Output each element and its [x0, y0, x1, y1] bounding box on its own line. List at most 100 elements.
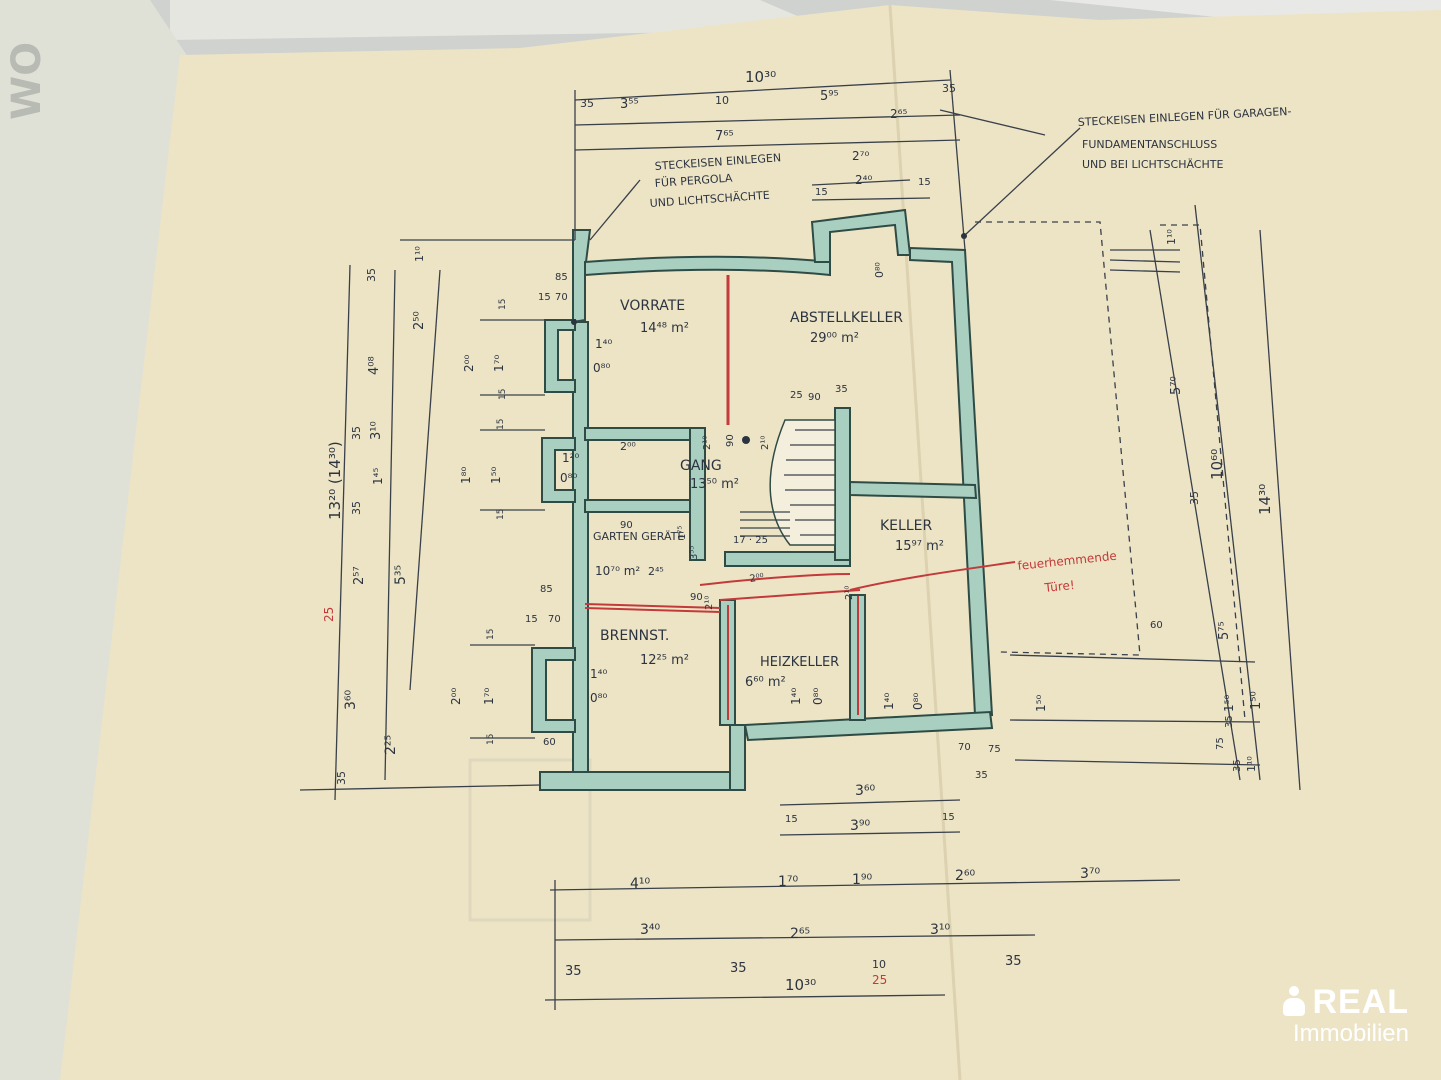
staircase [769, 419, 836, 546]
dim-label: 35 [350, 501, 363, 515]
dim-label: 15 [486, 734, 496, 745]
dim-label: 15 [486, 629, 496, 640]
dim-label: 35 [1232, 759, 1243, 772]
plan-paper [60, 5, 1441, 1080]
dim-label: 35 [580, 97, 594, 110]
dim-label: 3⁵⁵ [689, 546, 700, 560]
dim-label: 2⁰⁰ [449, 688, 463, 705]
dim-label: 13²⁰ (14³⁰) [326, 441, 344, 520]
dim-label: 1⁵⁰ [1034, 695, 1048, 712]
dim-label: 10³⁰ [745, 68, 776, 86]
dim-label: 70 [958, 742, 971, 753]
dim-label: 1⁵⁰ [1222, 695, 1236, 712]
dim-label: 2⁶⁵ [790, 926, 810, 942]
logo-subtitle: Immobilien [1292, 1020, 1409, 1047]
wall-top [584, 255, 831, 277]
dim-label: 15 [815, 187, 828, 198]
dim-label: 25 [790, 390, 803, 401]
wall-bottom-left [539, 771, 746, 791]
dim-label: 15 [525, 614, 538, 625]
dim-label: 1¹⁰ [413, 246, 426, 262]
dim-label: 0⁸⁰ [593, 361, 610, 375]
left-page-text: WO [4, 42, 50, 120]
dim-label: 1⁴⁵ [371, 468, 385, 485]
dim-label: 2²⁵ [383, 735, 399, 755]
dim-label: 5⁹⁵ [820, 89, 839, 104]
dim-label: 1⁵⁰ [1249, 691, 1264, 710]
dim-label: 7⁶⁵ [715, 129, 734, 144]
dim-label: 15 [498, 389, 508, 400]
dim-label: 90 [620, 520, 633, 531]
dim-label: 85 [540, 584, 553, 595]
dim-label: 90 [808, 392, 821, 403]
dim-label: 35 [335, 771, 348, 785]
dim-label: 60 [1150, 620, 1163, 631]
dim-label: 2¹⁰ [760, 436, 771, 450]
dim-label: 70 [548, 614, 561, 625]
dim-label: 3⁷⁰ [1080, 866, 1101, 882]
dim-label: 90 [725, 434, 736, 447]
dim-label: 2⁶⁰ [955, 868, 976, 884]
dim-label: 75 [1215, 737, 1226, 750]
room-area: 10⁷⁰ m² [595, 564, 640, 578]
dim-label: 14³⁰ [1256, 484, 1274, 515]
dim-label: 1⁷⁰ [492, 355, 506, 372]
dim-label: 15 [496, 509, 506, 520]
dim-label: 1⁴⁰ [595, 337, 612, 351]
dim-label: 35 [942, 82, 956, 95]
logo-brand: REAL [1239, 984, 1409, 1020]
dim-label: 15 [498, 299, 508, 310]
dim-label: 85 [555, 272, 568, 283]
dim-label: 1⁴⁰ [882, 693, 896, 710]
dimension-labels: 10³⁰ 35 3⁵⁵ 10 5⁹⁵ 35 7⁶⁵ 2⁶⁵ 2⁷⁰ 2⁴⁰ 15… [322, 68, 1274, 994]
dim-label: 4¹⁰ [630, 876, 651, 892]
dim-label: 2⁵⁰ [412, 311, 427, 330]
dim-label: 35 [730, 961, 747, 976]
dim-label: 2⁷⁰ [852, 149, 869, 163]
dim-label: 2⁵⁷ [352, 566, 367, 585]
stair-note: 17 · 25 [733, 535, 768, 546]
dim-label: 35 [975, 770, 988, 781]
dim-label: 2¹⁰ [702, 436, 713, 450]
dim-label: 2⁰⁰ [620, 440, 636, 453]
wall-left-top [572, 229, 592, 324]
dim-label: 10³⁰ [785, 976, 816, 994]
dim-label: 1⁸⁰ [459, 467, 473, 484]
room-area: 29⁰⁰ m² [810, 331, 859, 346]
room-name: GANG [680, 458, 722, 474]
dim-label: 1⁷⁵ [677, 526, 688, 540]
note-garage-line: UND BEI LICHTSCHÄCHTE [1082, 158, 1223, 171]
room-area: 12²⁵ m² [640, 653, 689, 668]
dim-label: 15 [538, 292, 551, 303]
dim-label: 3⁵⁵ [620, 97, 639, 112]
room-name: VORRATE [620, 298, 685, 314]
anchor-dots [571, 233, 967, 444]
dim-label: 5⁷⁰ [1169, 376, 1184, 395]
dim-label: 90 [690, 592, 703, 603]
wall-bottom-step [729, 724, 746, 791]
dim-label: 15 [785, 814, 798, 825]
room-area: 13⁵⁰ m² [690, 477, 739, 492]
bleed-through-shape [468, 758, 592, 922]
dim-label: 70 [555, 292, 568, 303]
dim-label: 35 [835, 384, 848, 395]
garage-outline [975, 221, 1261, 766]
room-name: GARTEN GERÄTE [593, 530, 684, 543]
dim-label: 3¹⁰ [369, 421, 384, 440]
dim-label: 2⁴⁵ [648, 565, 664, 578]
window-niche-3 [531, 647, 576, 733]
window-niche-2 [541, 437, 576, 503]
wall-int-3 [724, 551, 851, 567]
dim-label: 1⁴⁰ [590, 667, 607, 681]
room-area: 14⁴⁸ m² [640, 321, 689, 336]
dim-label: 1¹⁰ [1165, 229, 1178, 245]
dim-label: 75 [988, 744, 1001, 755]
dim-label-red: 25 [872, 973, 887, 987]
dim-label: 5³⁵ [393, 565, 409, 585]
dim-label: 35 [350, 426, 363, 440]
dim-label: 3⁴⁰ [640, 922, 661, 938]
dim-label: 35 [1188, 491, 1201, 505]
dim-label: 0⁸⁰ [590, 691, 607, 705]
dim-label: 35 [365, 268, 378, 282]
